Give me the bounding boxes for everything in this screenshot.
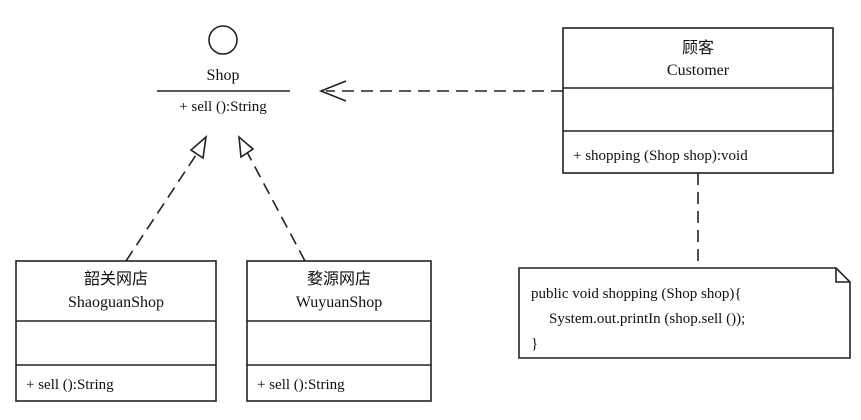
shop-interface-operation: + sell ():String: [179, 99, 267, 115]
wuyuan-english-name: WuyuanShop: [296, 294, 382, 311]
wuyuan-operation: + sell ():String: [257, 377, 345, 393]
wuyuan-realization-arrow: [238, 135, 306, 262]
folded-corner-icon: [835, 268, 850, 283]
wuyuan-shop-class: 婺源网店 WuyuanShop + sell ():String: [246, 260, 432, 402]
hollow-triangle-arrow-icon: [238, 135, 255, 159]
note-box: [518, 267, 851, 359]
shaoguan-realization-arrow: [125, 134, 208, 262]
hollow-triangle-arrow-icon: [189, 134, 208, 160]
wuyuan-realization-line: [246, 151, 306, 262]
shaoguan-chinese-name: 韶关网店: [84, 270, 148, 288]
note-line-1: public void shopping (Shop shop){: [531, 286, 742, 302]
open-arrow-icon: [318, 80, 347, 102]
customer-operation: + shopping (Shop shop):void: [573, 148, 748, 164]
shaoguan-shop-box: [15, 260, 217, 402]
shaoguan-operation: + sell ():String: [26, 377, 114, 393]
customer-class: 顾客 Customer + shopping (Shop shop):void: [562, 27, 834, 174]
note-line-3: }: [531, 336, 538, 352]
implementation-note: public void shopping (Shop shop){ System…: [518, 267, 851, 359]
shaoguan-shop-class: 韶关网店 ShaoguanShop + sell ():String: [15, 260, 217, 402]
shop-interface-name: Shop: [207, 67, 240, 84]
shop-interface: Shop + sell ():String: [157, 25, 290, 115]
customer-to-shop-dependency: [318, 80, 563, 102]
customer-chinese-name: 顾客: [682, 39, 714, 57]
wuyuan-shop-box: [246, 260, 432, 402]
wuyuan-chinese-name: 婺源网店: [307, 270, 371, 288]
interface-circle-icon: [208, 25, 238, 55]
note-line-2: System.out.printIn (shop.sell ());: [549, 311, 745, 327]
shaoguan-realization-line: [125, 151, 199, 262]
shaoguan-english-name: ShaoguanShop: [68, 294, 164, 311]
customer-english-name: Customer: [667, 62, 730, 79]
